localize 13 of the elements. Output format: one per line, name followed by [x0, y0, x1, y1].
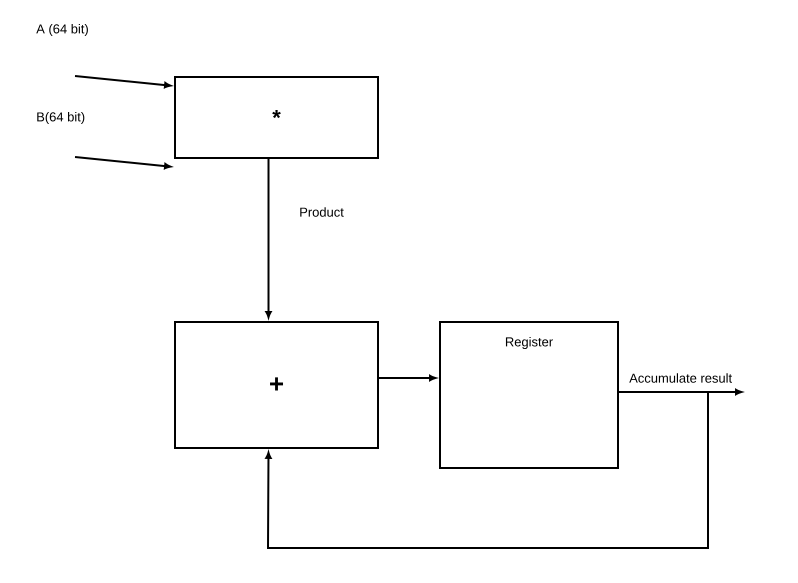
arrow: [74, 75, 172, 88]
arrow: [265, 391, 709, 549]
adder-box: +: [174, 321, 379, 449]
register-box: [439, 321, 619, 469]
node-label: Register: [506, 336, 553, 350]
arrow: [265, 159, 272, 318]
multiplier-box: *: [174, 76, 379, 159]
edge-label: Accumulate result: [629, 373, 732, 383]
edge-label: A (64 bit): [36, 24, 88, 36]
edge-label: Product: [300, 207, 344, 217]
edge-label: B(64 bit): [37, 112, 84, 124]
arrow: [379, 374, 436, 382]
arrow: [74, 156, 172, 170]
